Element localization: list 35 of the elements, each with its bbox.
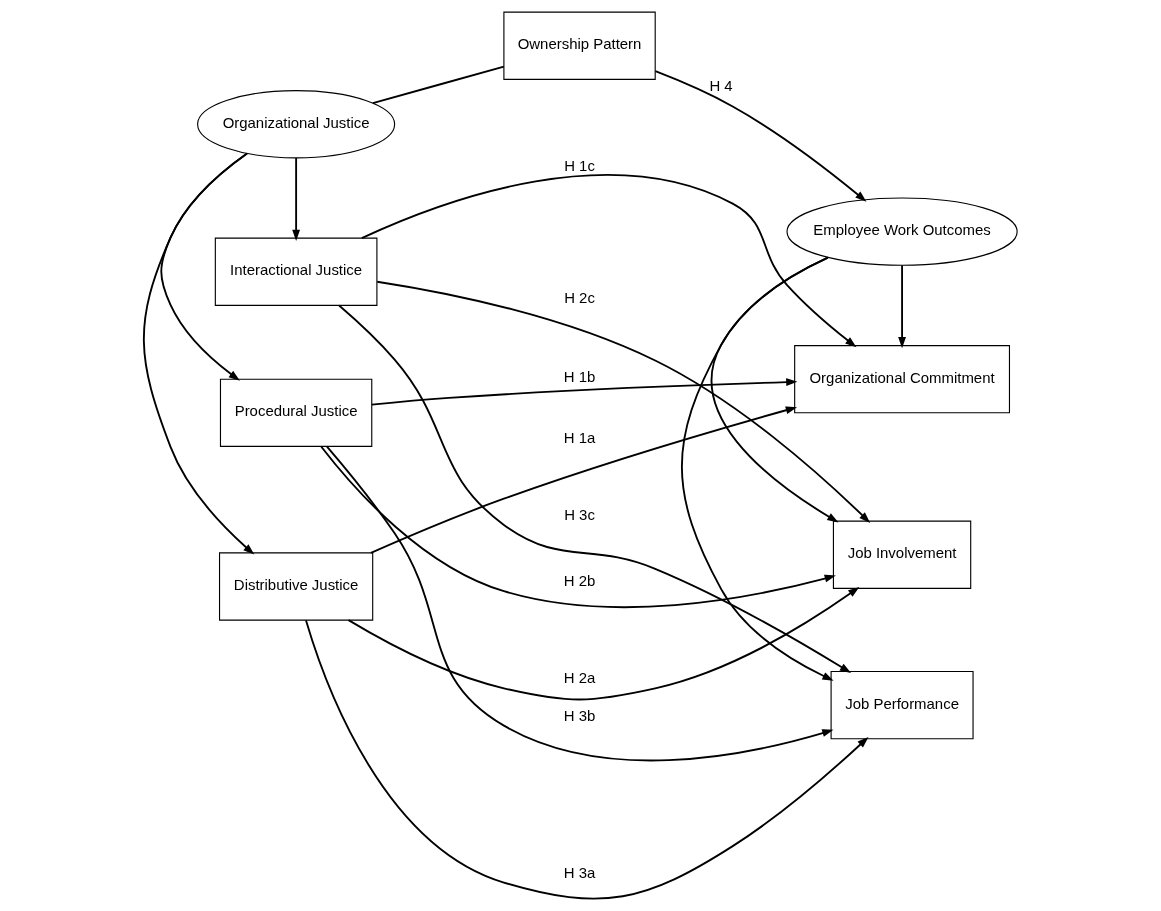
node-ellipse: Employee Work Outcomes — [786, 197, 1018, 266]
arrow — [370, 406, 798, 554]
node-box: Organizational Commitment — [794, 345, 1011, 414]
arrow — [360, 174, 857, 348]
node-box: Interactional Justice — [214, 237, 378, 306]
node-box: Distributive Justice — [219, 552, 374, 621]
edge-label: H 2a — [563, 669, 596, 687]
arrow — [320, 445, 836, 609]
node-box: Ownership Pattern — [503, 11, 656, 80]
edge-label: H 4 — [709, 77, 733, 95]
node-box: Job Performance — [830, 670, 974, 740]
edge-label: H 1a — [563, 429, 596, 447]
arrow — [142, 152, 255, 555]
arrow — [325, 445, 834, 762]
edge-label: H 3b — [563, 706, 596, 724]
arrow — [292, 157, 301, 241]
arrow — [898, 264, 906, 349]
arrow — [338, 304, 852, 673]
edge-label: H 2c — [564, 289, 595, 307]
node-ellipse: Organizational Justice — [197, 90, 396, 159]
arrow — [160, 152, 248, 381]
node-box: Job Involvement — [832, 520, 972, 589]
edge-label: H 2b — [563, 572, 596, 590]
arrow — [654, 70, 867, 202]
arrow — [370, 378, 798, 406]
connector — [371, 65, 505, 105]
arrow — [376, 280, 871, 523]
arrow — [347, 587, 860, 701]
node-box: Procedural Justice — [219, 378, 373, 447]
edge-label: H 1b — [563, 367, 596, 385]
edge-label: H 3a — [563, 863, 596, 881]
edge-label: H 3c — [564, 506, 595, 524]
edge-label: H 1c — [564, 156, 595, 174]
arrow — [680, 256, 834, 681]
arrow — [305, 619, 869, 900]
